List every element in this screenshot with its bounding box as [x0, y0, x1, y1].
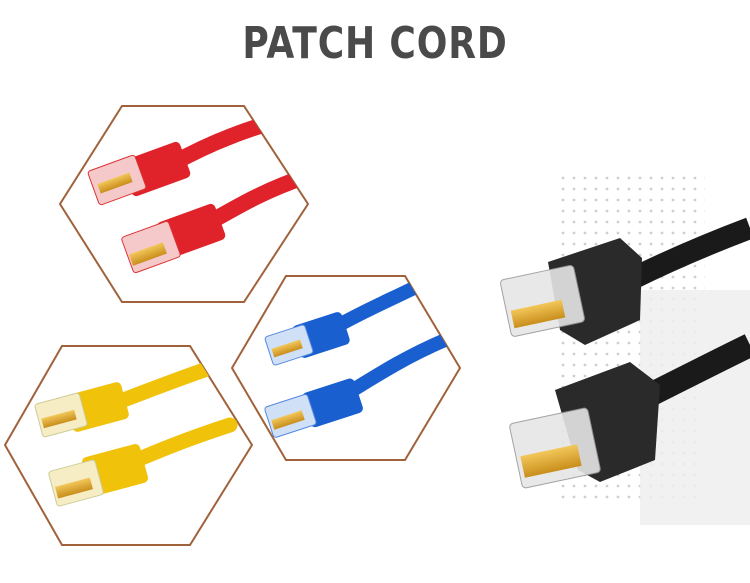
hex-panel-red [58, 105, 310, 303]
black-patch-cord [500, 217, 750, 489]
page-title: PATCH CORD [242, 18, 508, 69]
hex-panel-yellow [3, 345, 254, 546]
hex-panel-blue [230, 275, 462, 461]
